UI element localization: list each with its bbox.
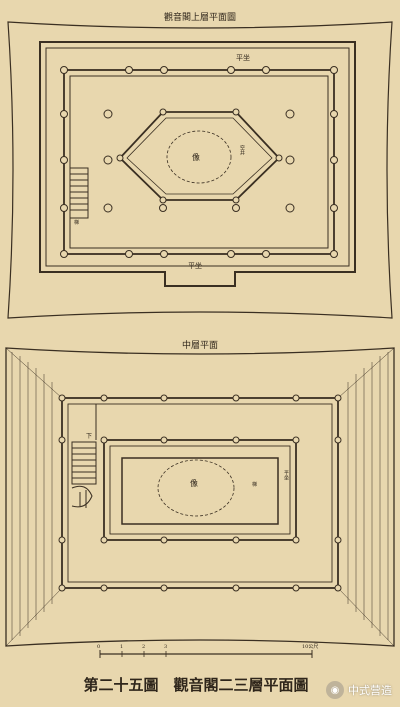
- middle-inner-hall: [103, 439, 297, 541]
- scale-bar: 0 1 2 3 10公尺: [97, 644, 318, 658]
- scale-tick-3: 3: [164, 644, 167, 650]
- middle-roof-hatching: [5, 347, 395, 647]
- upper-statue-area: [166, 130, 232, 184]
- watermark-text: 中式营造: [348, 684, 392, 697]
- upper-floor-plan: 觀音閣上層平面圖 平坐: [7, 11, 393, 319]
- upper-side-note: 空井: [239, 144, 245, 156]
- figure-caption: 第二十五圖 觀音閣二三層平面圖: [83, 676, 308, 694]
- middle-statue-platform: [121, 457, 279, 525]
- upper-column-grid-inner: [69, 75, 329, 249]
- scale-tick-2: 2: [142, 644, 145, 650]
- middle-roof-outline: [5, 347, 395, 647]
- upper-bottom-terrace-label: 平坐: [188, 261, 202, 270]
- middle-outer-wall: [61, 397, 339, 589]
- scale-tick-10m: 10公尺: [302, 644, 318, 650]
- upper-stair: [69, 167, 89, 219]
- upper-statue-label: 像: [192, 152, 200, 162]
- scale-tick-0: 0: [97, 644, 100, 650]
- watermark: ◉ 中式营造: [326, 681, 392, 699]
- middle-inner-hall-inner: [109, 445, 291, 535]
- middle-floor-plan: 中層平面: [5, 339, 395, 647]
- upper-top-terrace-label: 平坐: [236, 53, 250, 62]
- middle-columns: [58, 394, 342, 592]
- middle-stair-label: 下: [86, 433, 92, 440]
- middle-stair: [71, 404, 97, 508]
- middle-outer-wall-inner: [67, 403, 333, 583]
- upper-stair-label: 梯: [74, 219, 79, 226]
- middle-statue-area: [157, 459, 235, 517]
- wechat-logo-icon: ◉: [326, 681, 344, 699]
- middle-plan-title: 中層平面: [182, 339, 218, 351]
- upper-plan-title: 觀音閣上層平面圖: [164, 11, 236, 23]
- scale-tick-1: 1: [120, 644, 123, 650]
- upper-platform-inner: [45, 47, 350, 267]
- upper-columns: [60, 66, 338, 258]
- upper-roof-outline: [7, 21, 393, 319]
- upper-hexagonal-void-inner: [126, 117, 273, 195]
- middle-statue-label: 像: [190, 478, 198, 488]
- middle-small-mark: 梯: [252, 481, 257, 488]
- upper-platform-outline: [39, 41, 356, 287]
- middle-side-note: 平坐: [283, 470, 289, 480]
